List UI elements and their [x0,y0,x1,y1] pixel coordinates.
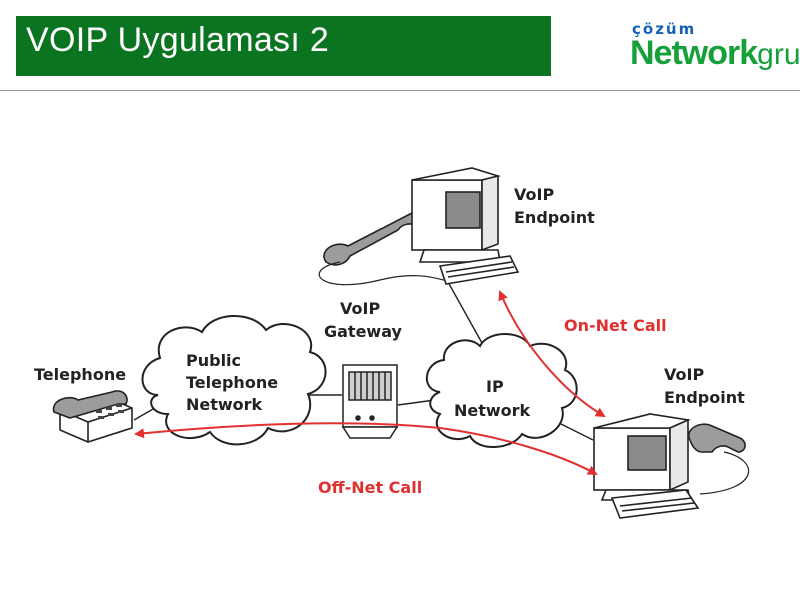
gateway-label-line1: VoIP [340,299,380,318]
pstn-label-line1: Public [186,351,241,370]
on-net-call-arrow [498,290,606,418]
logo-brand-light: grup [757,38,800,71]
endpoint-top-label-line1: VoIP [514,185,554,204]
header-divider [0,90,800,91]
logo-brand-bold: Network [630,34,758,72]
endpoint-right-label-line2: Endpoint [664,388,745,407]
call-paths [134,290,606,475]
pstn-label-line3: Network [186,395,263,414]
endpoint-right-label-line1: VoIP [664,365,704,384]
pstn-label-line2: Telephone [186,373,278,392]
telephone-label: Telephone [34,365,126,384]
voip-endpoint-right-device [593,413,750,519]
logo-top-text: çözüm [632,20,697,38]
ip-network-label-line2: Network [454,401,531,420]
voip-endpoint-top-device [318,167,520,286]
ip-network-label-line1: IP [486,377,504,396]
off-net-call-label: Off-Net Call [318,478,422,497]
on-net-call-label: On-Net Call [564,316,667,335]
endpoint-top-label-line2: Endpoint [514,208,595,227]
logo-brand: Networkgrup [630,34,800,73]
company-logo: çözüm Networkgrup [630,20,800,90]
voip-gateway-device [341,364,399,439]
off-net-call-arrow [134,422,598,475]
gateway-label-line2: Gateway [324,322,403,341]
slide-title: VOIP Uygulaması 2 [26,21,330,59]
telephone-device [52,390,133,443]
title-bar: VOIP Uygulaması 2 [16,16,551,76]
